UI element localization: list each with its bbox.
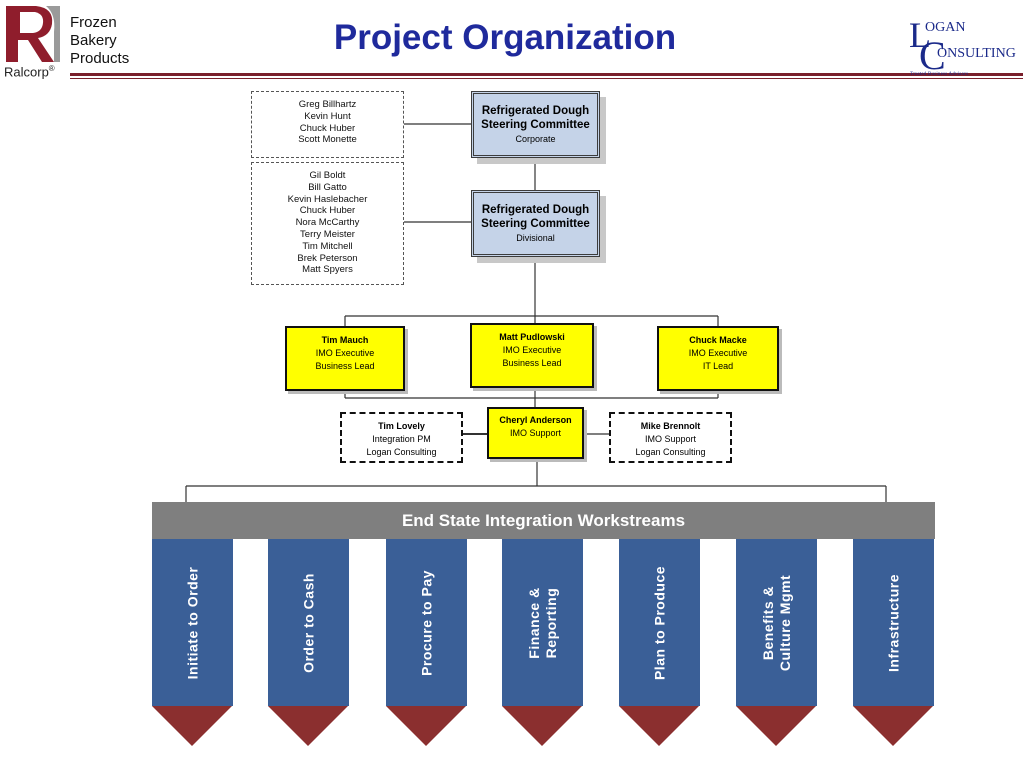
ralcorp-wordmark: Ralcorp®	[4, 64, 55, 80]
member-name: Tim Mitchell	[302, 240, 353, 252]
member-name: Bill Gatto	[308, 181, 347, 193]
workstream-arrow-icon	[853, 706, 933, 746]
workstreams-header: End State Integration Workstreams	[152, 502, 935, 539]
workstream-benefits-culture: Benefits &Culture Mgmt	[736, 539, 817, 746]
frozen-bakery-products-wordmark: Frozen Bakery Products	[70, 14, 130, 67]
workstream-arrow-icon	[619, 706, 699, 746]
logan-consulting-logo: L OGAN C ONSULTING	[909, 15, 1016, 78]
lead-box-matt-pudlowski: Matt Pudlowski IMO Executive Business Le…	[470, 323, 594, 388]
workstream-procure-to-pay: Procure to Pay	[386, 539, 467, 746]
workstream-arrow-icon	[386, 706, 466, 746]
ralcorp-logo	[2, 2, 62, 64]
divisional-members-list: Gil Boldt Bill Gatto Kevin Haslebacher C…	[251, 162, 404, 285]
member-name: Greg Billhartz	[298, 99, 357, 110]
member-name: Chuck Huber	[299, 122, 356, 134]
workstream-infrastructure: Infrastructure	[853, 539, 934, 746]
member-name: Brek Peterson	[297, 252, 358, 264]
workstream-arrow-icon	[502, 706, 582, 746]
member-name: Chuck Huber	[299, 205, 356, 217]
lead-box-chuck-macke: Chuck Macke IMO Executive IT Lead	[657, 326, 779, 391]
corporate-steering-committee: Refrigerated Dough Steering Committee Co…	[471, 91, 600, 158]
member-name: Nora McCarthy	[295, 217, 360, 229]
divisional-steering-committee: Refrigerated Dough Steering Committee Di…	[471, 190, 600, 257]
support-box-mike-brennolt: Mike Brennolt IMO Support Logan Consulti…	[609, 412, 732, 463]
page-title: Project Organization	[333, 18, 677, 57]
corporate-members-list: Greg Billhartz Kevin Hunt Chuck Huber Sc…	[251, 91, 404, 158]
member-name: Terry Meister	[300, 228, 355, 240]
header-rule-thin	[70, 78, 1023, 79]
workstream-initiate-to-order: Initiate to Order	[152, 539, 233, 746]
ralcorp-r-mark-icon	[2, 2, 62, 64]
workstream-finance-reporting: Finance &Reporting	[502, 539, 583, 746]
workstream-order-to-cash: Order to Cash	[268, 539, 349, 746]
member-name: Kevin Haslebacher	[287, 193, 368, 205]
lead-box-tim-mauch: Tim Mauch IMO Executive Business Lead	[285, 326, 405, 391]
workstream-plan-to-produce: Plan to Produce	[619, 539, 700, 746]
workstream-arrow-icon	[152, 706, 232, 746]
registered-mark: ®	[48, 64, 55, 73]
logan-tagline: Trusted Business Advisors	[910, 72, 969, 77]
header-rule	[70, 73, 1023, 76]
member-name: Matt Spyers	[302, 264, 353, 276]
member-name: Kevin Hunt	[304, 110, 351, 122]
support-box-tim-lovely: Tim Lovely Integration PM Logan Consulti…	[340, 412, 463, 463]
member-name: Gil Boldt	[309, 170, 346, 181]
workstream-arrow-icon	[268, 706, 348, 746]
workstream-arrow-icon	[736, 706, 816, 746]
support-box-cheryl-anderson: Cheryl Anderson IMO Support	[487, 407, 584, 459]
member-name: Scott Monette	[298, 134, 357, 146]
